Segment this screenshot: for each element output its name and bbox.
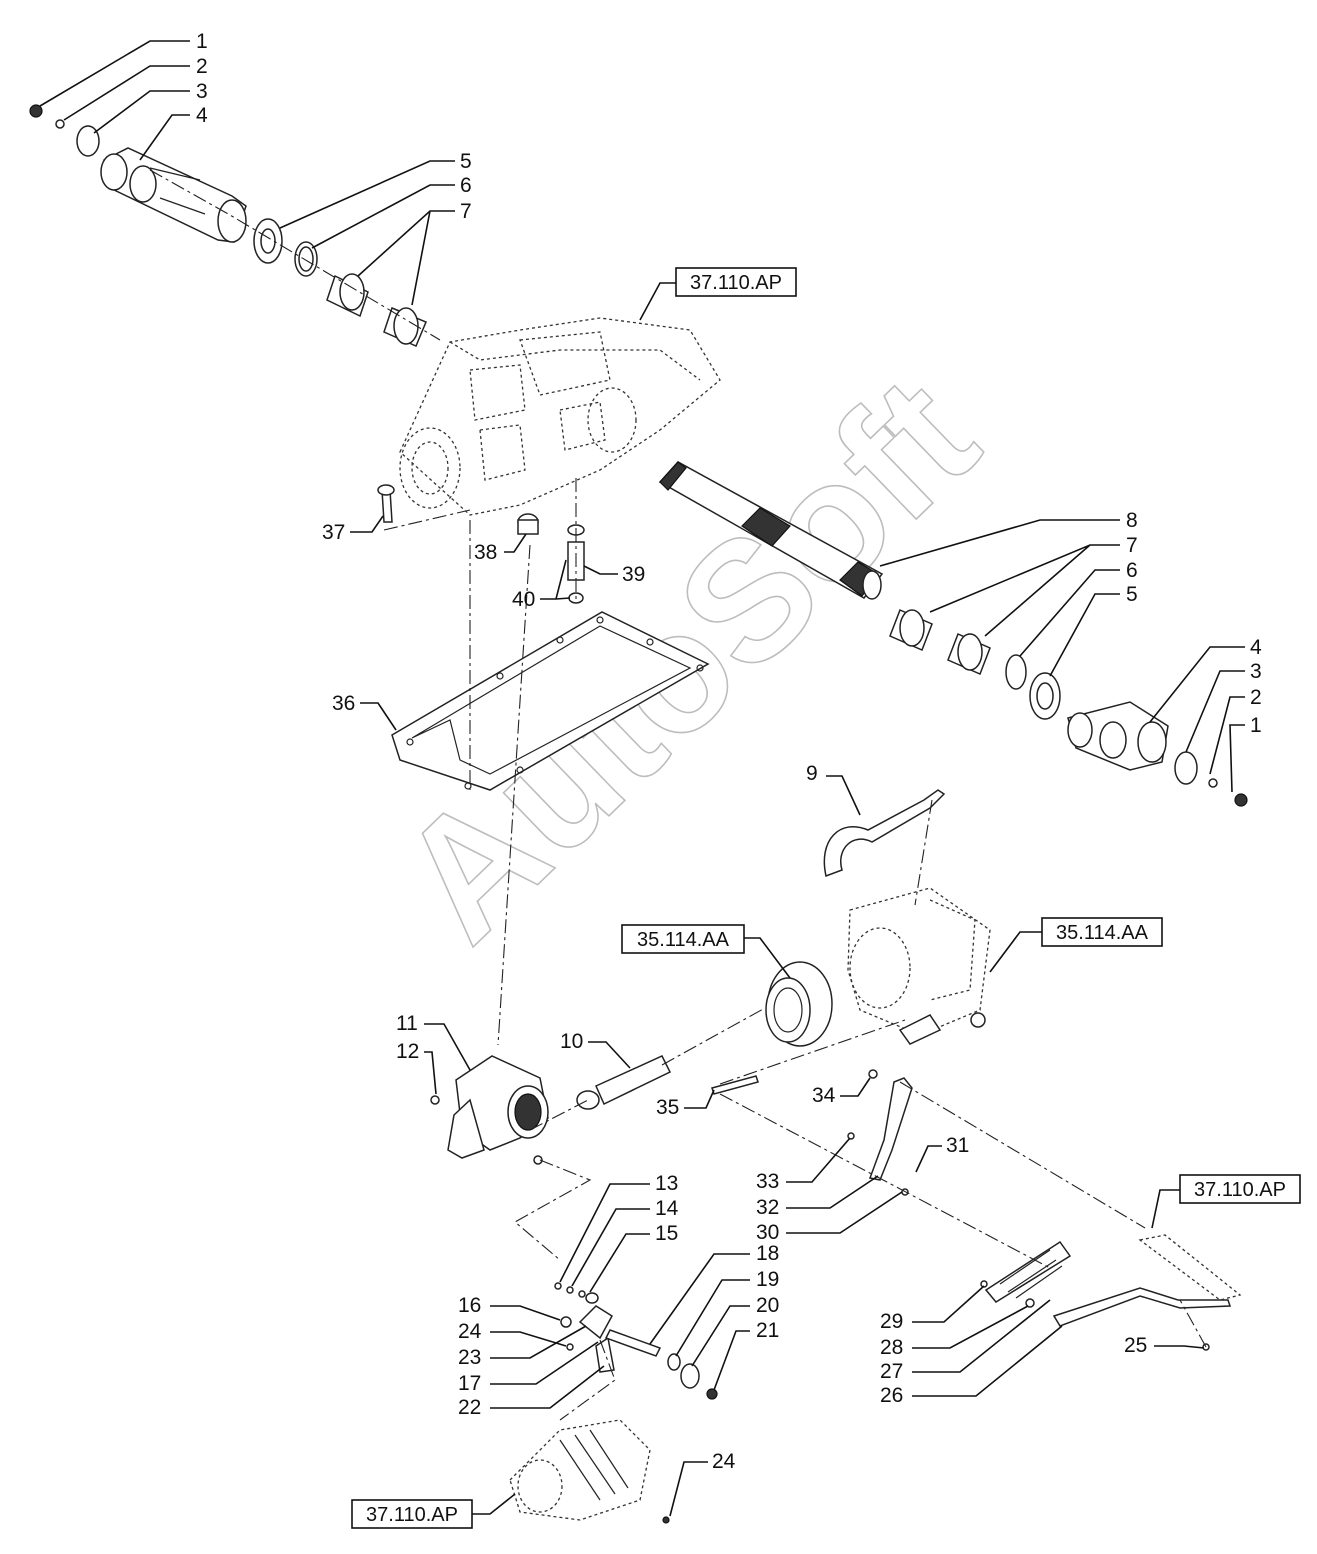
callout: 3 [1250,660,1262,683]
callout: 11 [396,1012,418,1035]
callout: 17 [458,1372,481,1395]
callout: 34 [812,1084,836,1107]
callout: 29 [880,1310,903,1333]
piston-rod [576,1055,672,1110]
callout: 18 [756,1242,779,1265]
alignment-lines [149,169,1207,1421]
svg-text:37.110.AP: 37.110.AP [366,1504,458,1526]
callout: 30 [756,1221,779,1244]
callout: 22 [458,1396,481,1419]
callout: 32 [756,1196,779,1219]
callout: 14 [655,1197,679,1220]
callout: 3 [196,80,208,103]
callout: 2 [1250,686,1262,709]
callout: 20 [756,1294,779,1317]
connecting-rod [711,1075,759,1095]
callout: 1 [1250,714,1262,737]
callout: 21 [756,1319,779,1342]
callout: 4 [1250,636,1262,659]
callout: 10 [560,1030,583,1053]
callout: 9 [806,762,818,785]
ref-box-37-110-ap-top[interactable]: 37.110.AP [639,267,797,321]
callout: 7 [460,200,472,223]
callout: 28 [880,1336,903,1359]
callout: 12 [396,1040,419,1063]
ref-box-37-110-ap-bottom[interactable]: 37.110.AP [351,1493,516,1529]
callout: 6 [1126,559,1138,582]
callout: 33 [756,1170,779,1193]
ref-box-37-110-ap-right[interactable]: 37.110.AP [1151,1174,1301,1229]
small-parts-lower [554,1282,718,1400]
callout: 2 [196,55,208,78]
callout: 6 [460,174,472,197]
ref-box-35-114-aa-left[interactable]: 35.114.AA [621,924,791,979]
callout: 4 [196,104,208,127]
callout: 25 [1124,1334,1147,1357]
control-lever [847,1069,913,1196]
svg-text:37.110.AP: 37.110.AP [1194,1179,1286,1201]
lift-arm-right [1067,701,1248,807]
small-parts-housing [377,484,585,604]
callout: 5 [1126,583,1138,606]
washers-and-bushings-left [253,218,427,347]
lift-housing [399,317,721,516]
callout: 36 [332,692,355,715]
cross-shaft [658,461,884,600]
callout: 1 [196,30,208,53]
cylinder [430,1055,549,1165]
callout: 24 [712,1450,736,1473]
callouts: 1 2 3 4 5 6 7 1 2 3 4 5 6 7 8 37 38 [39,30,1262,1517]
lower-housing [509,1419,670,1524]
callout: 27 [880,1360,903,1383]
callout: 16 [458,1294,481,1317]
adjuster-linkage [980,1234,1242,1351]
callout: 37 [322,521,345,544]
callout: 38 [474,541,497,564]
callout: 23 [458,1346,481,1369]
hose [823,789,946,878]
washers-and-bushings-right [889,608,1061,720]
gasket [391,611,710,791]
callout: 35 [656,1096,679,1119]
svg-text:35.114.AA: 35.114.AA [1056,922,1149,944]
callout: 13 [655,1172,678,1195]
svg-text:37.110.AP: 37.110.AP [690,272,782,294]
callout: 19 [756,1268,779,1291]
control-valve [847,887,991,1045]
callout: 5 [460,150,472,173]
callout: 26 [880,1384,903,1407]
callout: 40 [512,588,535,611]
callout: 7 [1126,534,1138,557]
svg-text:35.114.AA: 35.114.AA [637,929,730,951]
callout: 15 [655,1222,678,1245]
callout: 8 [1126,509,1138,532]
callout: 31 [946,1134,969,1157]
callout: 39 [622,563,645,586]
ref-box-35-114-aa-right[interactable]: 35.114.AA [989,917,1163,973]
lift-arm-left [29,104,247,243]
callout: 24 [458,1320,482,1343]
gear-ring [765,961,833,1047]
